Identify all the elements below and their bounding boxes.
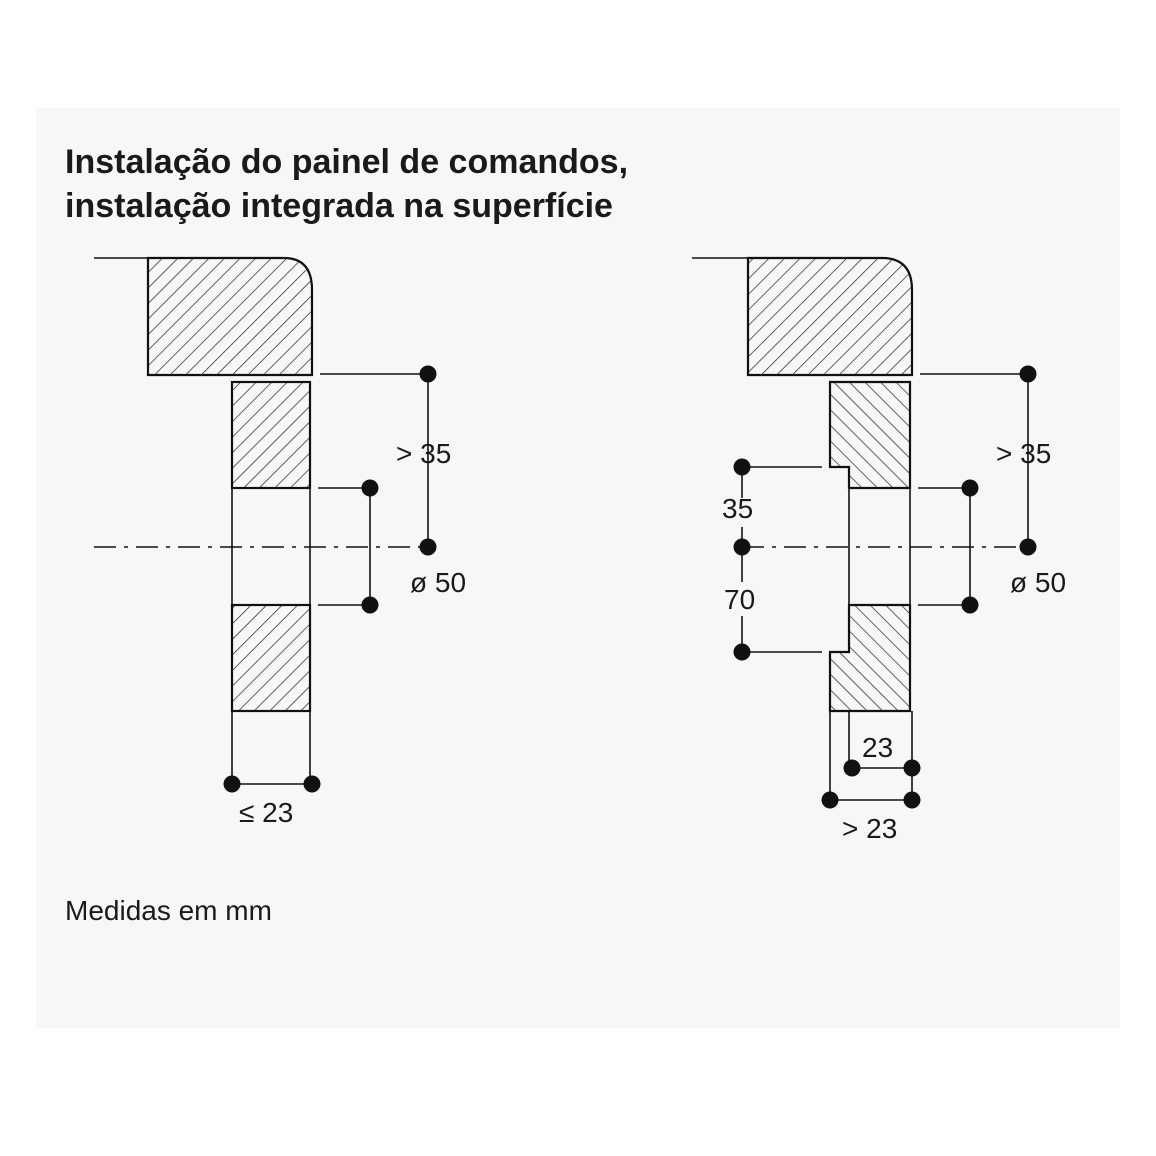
dimension-dot [361, 479, 379, 497]
right-panel-lower-section [828, 603, 912, 713]
dimension-dot [821, 791, 839, 809]
dimension-dot [733, 538, 751, 556]
right-thickness-label: > 23 [842, 813, 897, 844]
left-thickness-label: ≤ 23 [239, 797, 293, 828]
dimension-dot [733, 643, 751, 661]
dimension-dot [733, 458, 751, 476]
dimension-dot [903, 759, 921, 777]
right-diagram: > 35 ø 50 35 70 23 > 23 [692, 256, 1066, 844]
left-height-label: > 35 [396, 438, 451, 469]
right-upper-offset-label: 35 [722, 493, 753, 524]
left-diameter-label: ø 50 [410, 567, 466, 598]
right-lower-offset-label: 70 [724, 584, 755, 615]
dimension-dot [303, 775, 321, 793]
right-panel-upper-section [828, 380, 912, 490]
dimension-dot [961, 596, 979, 614]
left-diagram: > 35 ø 50 ≤ 23 [94, 256, 466, 828]
dimension-dot [1019, 365, 1037, 383]
dimension-dot [903, 791, 921, 809]
dimension-dot [419, 538, 437, 556]
title-line-1: Instalação do painel de comandos, [65, 143, 629, 181]
dimension-dot [961, 479, 979, 497]
dimension-dot [1019, 538, 1037, 556]
dimension-dot [223, 775, 241, 793]
left-panel-lower-section [230, 603, 312, 713]
page-title: Instalação do painel de comandos, instal… [65, 140, 628, 228]
left-panel-upper-section [230, 380, 312, 490]
right-inner-width-label: 23 [862, 732, 893, 763]
dimension-dot [419, 365, 437, 383]
dimension-dot [361, 596, 379, 614]
right-worktop-section [746, 256, 914, 377]
right-height-label: > 35 [996, 438, 1051, 469]
units-note: Medidas em mm [65, 895, 272, 926]
dimension-dot [843, 759, 861, 777]
left-worktop-section [146, 256, 314, 377]
right-diameter-label: ø 50 [1010, 567, 1066, 598]
title-line-2: instalação integrada na superfície [65, 187, 613, 225]
